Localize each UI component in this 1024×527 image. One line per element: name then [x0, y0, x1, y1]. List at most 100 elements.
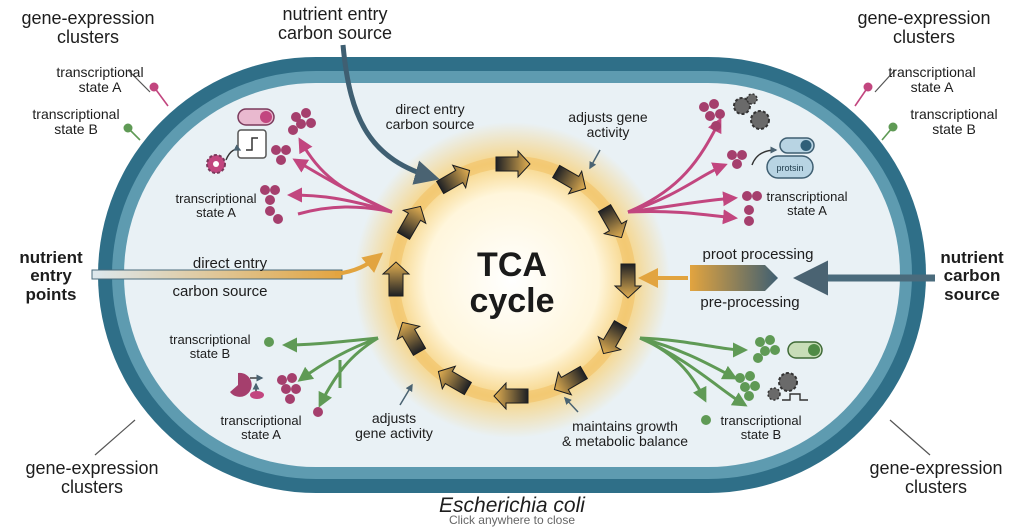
pre-processing-label: pre-processing	[700, 294, 800, 311]
cluster-cell	[752, 191, 762, 201]
cluster-br-a	[753, 335, 780, 363]
corner-label-line2: clusters	[56, 27, 119, 48]
bottom-adjusts-pointer	[399, 383, 413, 406]
state-line1: transcriptional	[888, 64, 976, 80]
state-line1: transcriptional	[175, 191, 257, 206]
cycle-arrow	[597, 203, 628, 239]
cluster-cell	[727, 150, 737, 160]
tr-branch-1	[627, 117, 722, 214]
cycle-arrow	[493, 381, 529, 411]
cluster-cell	[711, 121, 721, 131]
maintains-line2: & metabolic balance	[561, 433, 689, 450]
cluster-cell	[264, 337, 274, 347]
cluster-cell	[745, 371, 755, 381]
state-a-label-right-inner: transcriptional state A	[742, 189, 872, 219]
state-line2: state A	[787, 203, 827, 219]
pie-icon	[230, 372, 252, 397]
cluster-cell	[296, 119, 306, 129]
cluster-cell	[744, 205, 754, 215]
bl-branch-2	[297, 336, 379, 382]
corner-label-line1: gene-expression	[21, 8, 155, 28]
cluster-cell	[732, 159, 742, 169]
gear-icon	[746, 93, 758, 105]
entry-line3: points	[25, 284, 77, 304]
cluster-cell	[288, 125, 298, 135]
adjusts-line2: activity	[586, 124, 630, 141]
state-a-label-bottom-left: transcriptional state A	[196, 413, 326, 443]
toggle-knob	[808, 344, 820, 356]
gear-icon	[750, 110, 770, 130]
state-line2: state A	[910, 79, 954, 96]
state-b-label-bottom-right: transcriptional state B	[706, 413, 816, 443]
left-direct-entry-label: direct entry	[192, 255, 268, 272]
cycle-arrow	[437, 365, 473, 396]
bl-branch-3	[318, 336, 379, 408]
state-b-label-bottom-left: transcriptional state B	[150, 332, 270, 361]
tr-branch-3	[627, 191, 738, 214]
cluster-cell	[291, 384, 301, 394]
proot-processing-label: proot processing	[702, 246, 814, 263]
corner-label-line2: clusters	[60, 477, 123, 498]
right-nutrient-source-label: nutrient carbon source	[924, 248, 1020, 304]
cluster-tr-a	[699, 99, 725, 131]
close-hint[interactable]: Click anywhere to close	[448, 513, 576, 527]
bl-branch-1	[282, 336, 379, 353]
cycle-arrow	[396, 205, 427, 241]
cluster-cell	[273, 214, 283, 224]
corner-label-line1: gene-expression	[869, 458, 1003, 478]
br-branch-4	[639, 336, 748, 407]
state-line2: state A	[78, 79, 122, 96]
cluster-cell	[744, 216, 754, 226]
state-a-marker-right	[863, 82, 873, 92]
cluster-tl-c	[260, 185, 283, 224]
cluster-cell	[285, 394, 295, 404]
top-adjusts-label: adjusts gene activity	[548, 109, 668, 141]
state-line2: state B	[740, 427, 782, 443]
cycle-small-arrow	[225, 144, 242, 161]
cluster-cell	[740, 382, 750, 392]
cluster-cell	[737, 150, 747, 160]
cluster-cell	[287, 373, 297, 383]
cluster-cell	[770, 345, 780, 355]
cluster-tr-c	[742, 191, 762, 226]
top-direct-entry-label: direct entry carbon source	[360, 101, 500, 132]
corner-label-line2: clusters	[904, 477, 967, 498]
protein-icon	[766, 155, 814, 179]
cluster-top-left	[206, 108, 393, 224]
cycle-arrow	[495, 149, 531, 179]
cluster-cell	[260, 185, 270, 195]
tca-cycle-title: TCA cycle	[432, 247, 592, 320]
direct-line1: direct entry	[395, 101, 465, 117]
br-branch-2	[639, 336, 738, 380]
corner-label-line1: gene-expression	[25, 458, 159, 478]
cluster-cell	[753, 353, 763, 363]
tca-line2: cycle	[469, 281, 555, 320]
cycle-small-arrow	[751, 146, 778, 166]
toggle-knob	[260, 111, 272, 123]
state-b-label-tl: transcriptional state B	[6, 106, 146, 137]
corner-pointer-br	[889, 419, 931, 456]
state-a-label-tl: transcriptional state A	[30, 64, 170, 96]
cluster-cell	[715, 109, 725, 119]
cluster-cell	[271, 145, 281, 155]
cluster-cell	[313, 407, 323, 417]
state-line2: state B	[932, 121, 976, 138]
cycle-arrow	[381, 261, 411, 297]
state-b-label-tr: transcriptional state B	[884, 106, 1024, 138]
state-line1: transcriptional	[32, 106, 120, 122]
maintains-label: maintains growth & metabolic balance	[540, 418, 710, 450]
state-line2: state A	[241, 427, 281, 443]
cluster-cell	[760, 346, 770, 356]
source-line2: carbon	[943, 266, 1001, 286]
gear-icon	[733, 97, 751, 115]
cluster-cell	[291, 112, 301, 122]
timer-hand	[246, 137, 258, 151]
tl-branch-2	[292, 158, 393, 214]
cycle-arrow	[597, 319, 628, 355]
cluster-cell	[699, 102, 709, 112]
corner-label-line2: clusters	[892, 27, 955, 48]
state-line1: transcriptional	[56, 64, 144, 80]
cluster-cell	[744, 391, 754, 401]
cluster-top-right: protsin	[627, 93, 815, 226]
cluster-cell	[265, 206, 275, 216]
